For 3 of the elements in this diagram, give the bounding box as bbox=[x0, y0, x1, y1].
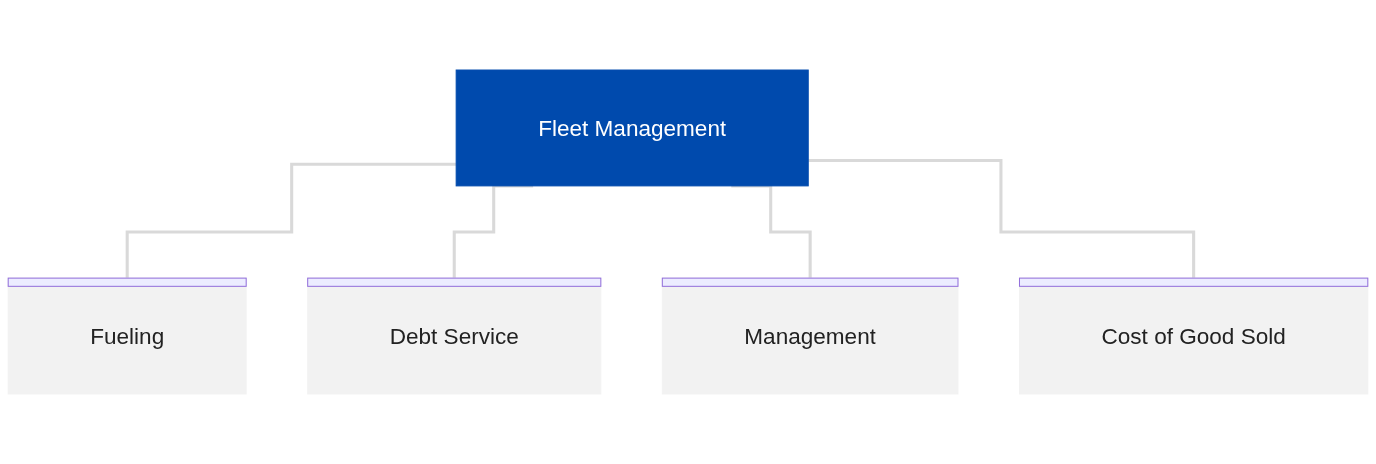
node-box: Fleet Management bbox=[455, 69, 809, 187]
connector bbox=[125, 162, 457, 280]
connector bbox=[808, 159, 1196, 280]
